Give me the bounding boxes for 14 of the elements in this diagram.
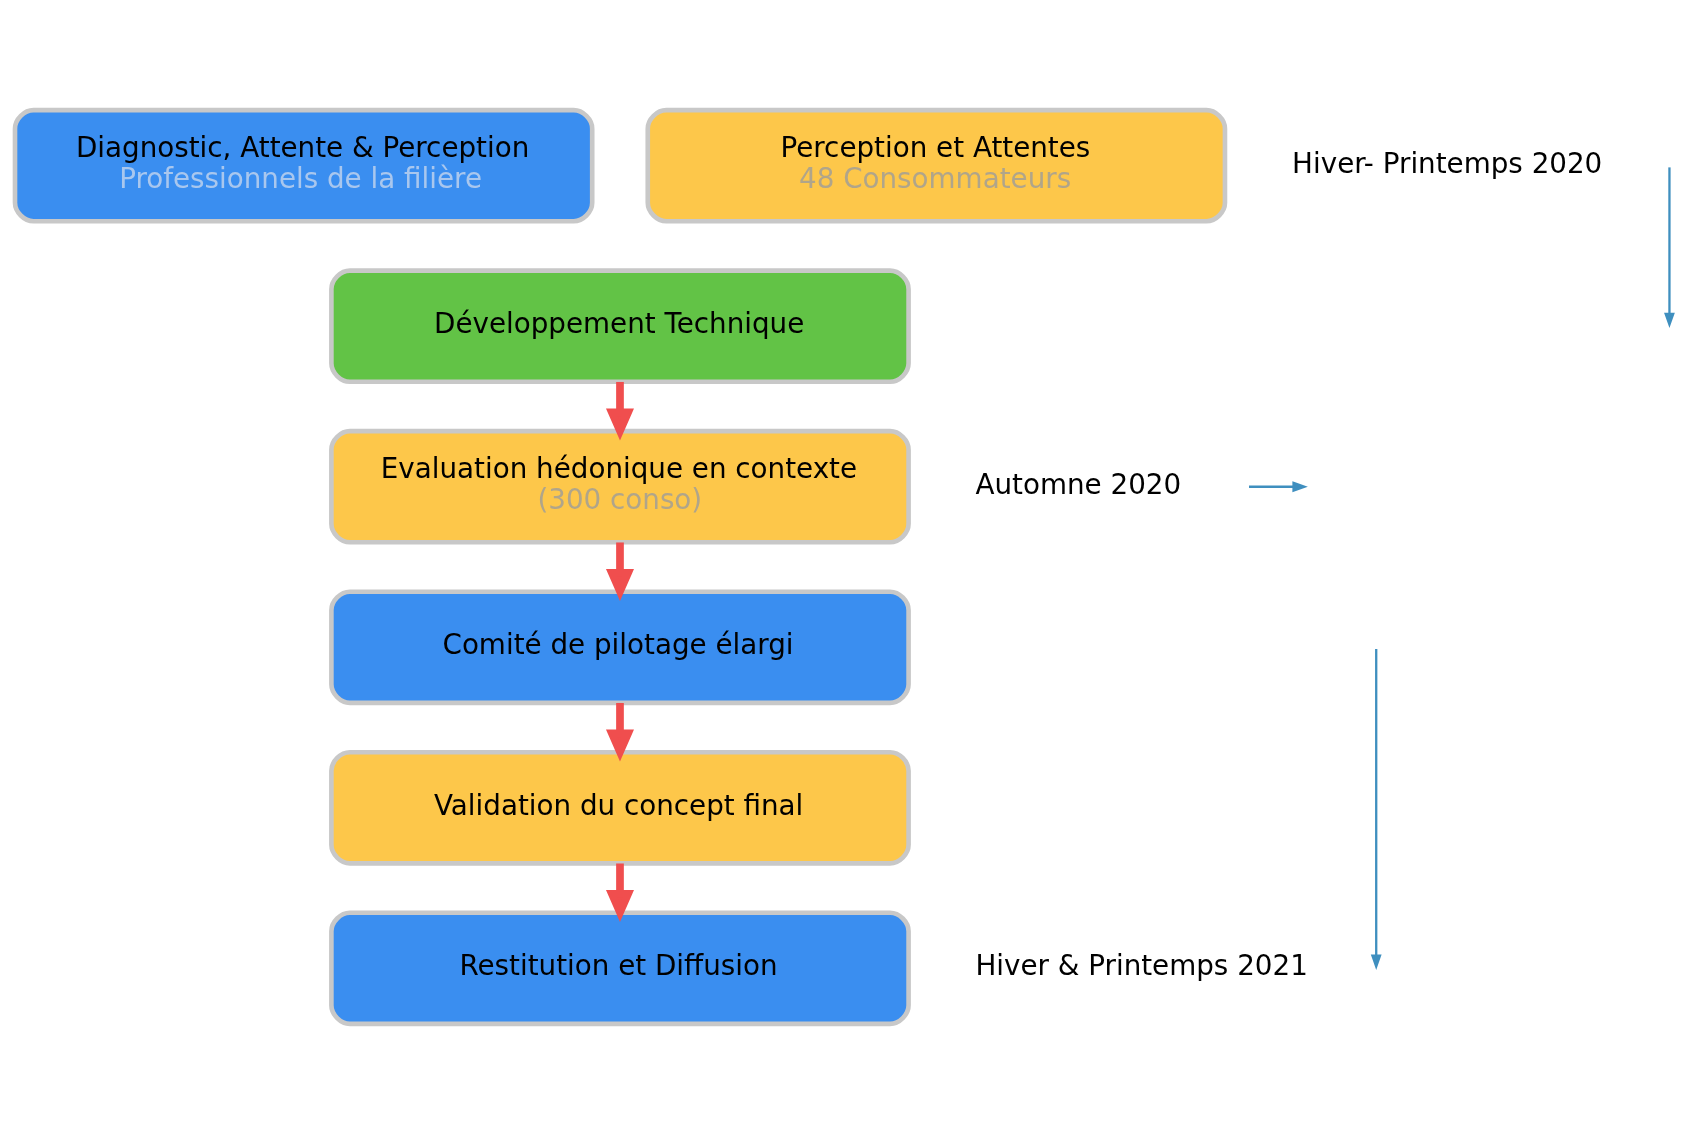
arrow — [605, 702, 634, 762]
node-box: Comité de pilotage élargi — [329, 589, 911, 706]
node-box: Evaluation hédonique en contexte (300 conso) — [329, 428, 911, 545]
node-box: Développement Technique — [329, 268, 911, 385]
label: Hiver & Printemps 2021 — [975, 949, 1308, 983]
node-box: Perception et Attentes 48 Consommateurs — [645, 107, 1228, 224]
label: Hiver- Printemps 2020 — [1292, 146, 1603, 180]
label: Automne 2020 — [975, 467, 1182, 501]
arrow — [605, 863, 634, 923]
arrow — [605, 381, 634, 441]
node-box: Restitution et Diffusion — [329, 910, 911, 1027]
node-box: Validation du concept final — [329, 749, 911, 866]
arrow — [605, 542, 634, 602]
node-box: Diagnostic, Attente & Perception Professionnels de la filière — [12, 107, 595, 224]
